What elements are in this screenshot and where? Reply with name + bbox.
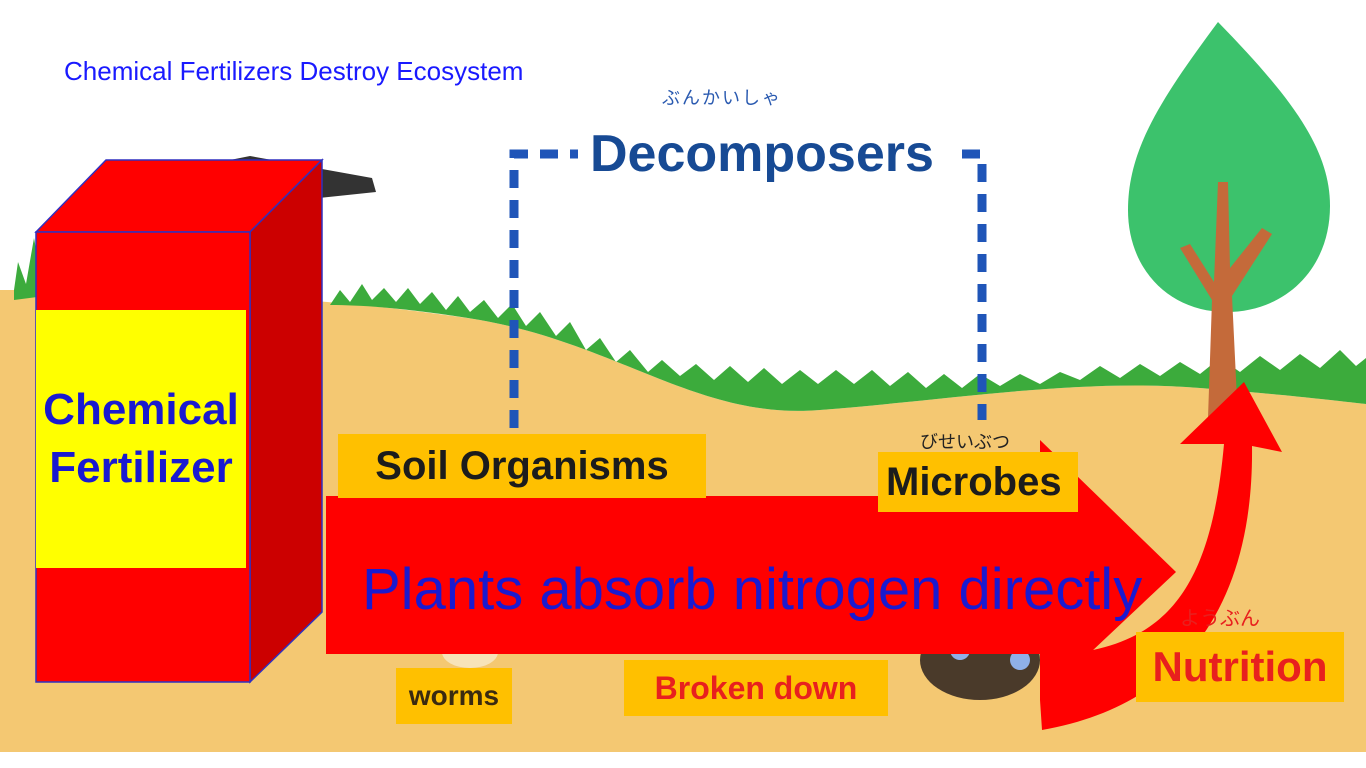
page-title: Chemical Fertilizers Destroy Ecosystem — [64, 56, 524, 86]
decomposers-bracket — [509, 149, 987, 428]
grass-middle — [330, 284, 1366, 411]
microbe-dot — [1010, 650, 1030, 670]
fertilizer-label: Chemical Fertilizer — [36, 310, 246, 568]
fertilizer-box-side — [249, 158, 323, 684]
decomposers-label: Decomposers — [590, 125, 934, 183]
nutrition-label: Nutrition — [1136, 632, 1344, 702]
decomposers-kana: ぶんかいしゃ — [662, 88, 782, 109]
nutrition-kana: ようぶん — [1180, 606, 1260, 630]
microbes-kana: びせいぶつ — [920, 432, 1010, 453]
microbes-label: Microbes — [878, 452, 1078, 512]
red-arrow-curve — [1040, 382, 1282, 730]
tree-trunk — [1180, 182, 1272, 420]
fertilizer-box-band — [36, 310, 246, 568]
worms-label: worms — [396, 668, 512, 724]
arrow-caption: Plants absorb nitrogen directly — [362, 557, 1143, 622]
fertilizer-label-line2: Fertilizer — [49, 443, 233, 492]
soil-organisms-label: Soil Organisms — [338, 434, 706, 498]
tree-crown — [1128, 22, 1330, 312]
fertilizer-label-line1: Chemical — [43, 385, 239, 434]
broken-down-label: Broken down — [624, 660, 888, 716]
